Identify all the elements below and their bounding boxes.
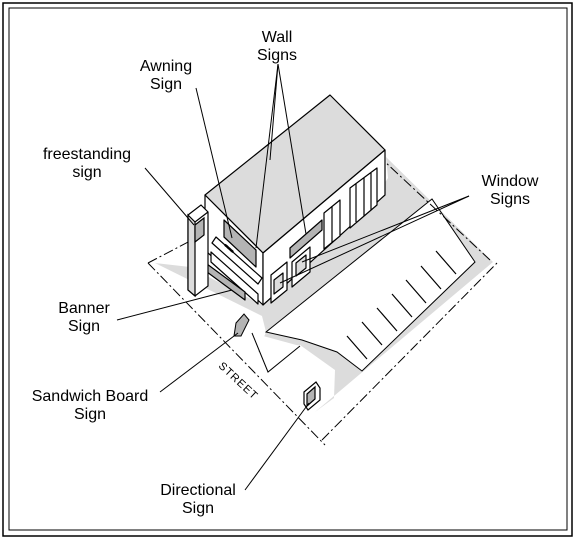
leader-window-2 — [279, 195, 470, 284]
leader-window-1 — [301, 195, 470, 263]
label-banner-sign: Banner Sign — [58, 300, 110, 335]
label-wall-signs: Wall Signs — [256, 29, 298, 64]
awning — [211, 236, 263, 285]
leader-wall-1 — [255, 63, 279, 249]
label-window-signs: Window Signs — [481, 173, 539, 208]
leader-wall-2 — [277, 63, 307, 235]
label-freestanding-sign: freestanding sign — [42, 146, 132, 181]
freestanding-pylon — [187, 204, 209, 298]
label-sandwich-board-sign: Sandwich Board Sign — [31, 388, 149, 423]
door-window-sign — [295, 254, 307, 277]
leader-freestanding — [144, 167, 195, 226]
drive-aisle — [251, 332, 301, 373]
front-window-left — [210, 251, 259, 305]
front-wall-sign — [223, 219, 257, 268]
leader-awning — [195, 87, 233, 239]
parking-lot — [264, 198, 476, 372]
leader-sandwich — [159, 332, 239, 393]
label-awning-sign: Awning Sign — [139, 58, 193, 93]
inner-border — [8, 7, 568, 531]
parking-stalls — [346, 250, 457, 360]
leader-banner — [116, 289, 233, 321]
sandwich-board — [233, 313, 250, 337]
window-sign-small — [273, 272, 284, 295]
side-wall-sign — [289, 219, 323, 259]
leader-lines — [116, 63, 470, 491]
leader-wall-3 — [269, 63, 279, 161]
label-directional-sign: Directional Sign — [160, 482, 236, 517]
directional-sign-post — [303, 381, 321, 411]
building: ▪▪▪▪▪▪ — [204, 94, 386, 306]
leader-directional — [244, 402, 310, 491]
